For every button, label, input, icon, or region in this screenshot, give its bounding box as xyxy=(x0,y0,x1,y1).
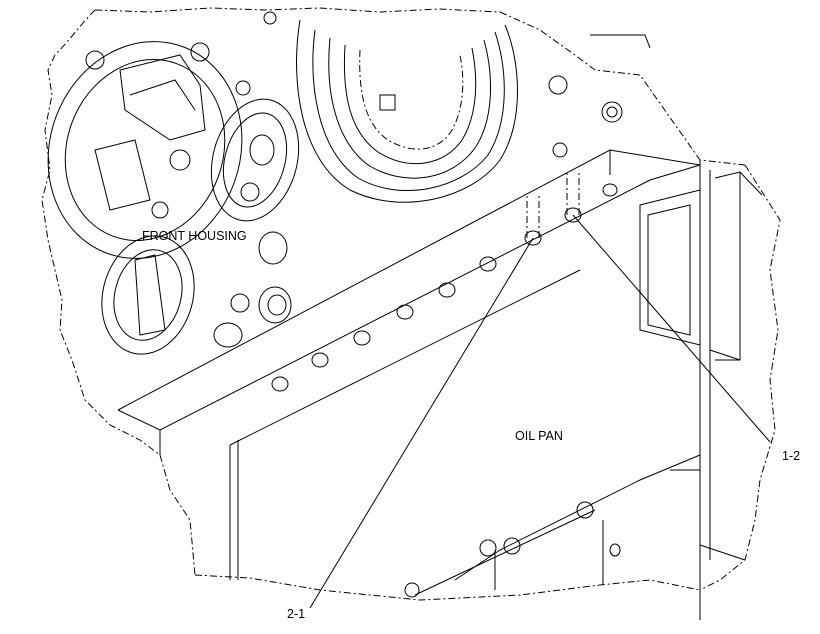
gear-boss-center xyxy=(210,11,300,222)
front-housing-outline xyxy=(41,7,746,456)
oil-pan-body xyxy=(159,440,701,601)
callout-2-1-label: 2-1 xyxy=(287,607,305,621)
pan-rail-bolts xyxy=(271,172,618,392)
rear-end-cover xyxy=(639,160,781,620)
pan-lower-bolts xyxy=(404,501,621,598)
upper-right-edge xyxy=(590,34,651,49)
callout-1-2-label: 1-2 xyxy=(782,449,800,463)
leader-line-2-1 xyxy=(309,237,534,609)
oil-pan-label: OIL PAN xyxy=(515,429,563,443)
block-flange-rail xyxy=(117,149,701,455)
housing-bolt-bosses xyxy=(379,75,623,158)
leader-line-1-2 xyxy=(572,214,771,443)
gear-boss-lower-left xyxy=(101,231,292,355)
front-housing-label: FRONT HOUSING xyxy=(142,229,247,243)
gear-boss-upper-left xyxy=(47,41,243,259)
